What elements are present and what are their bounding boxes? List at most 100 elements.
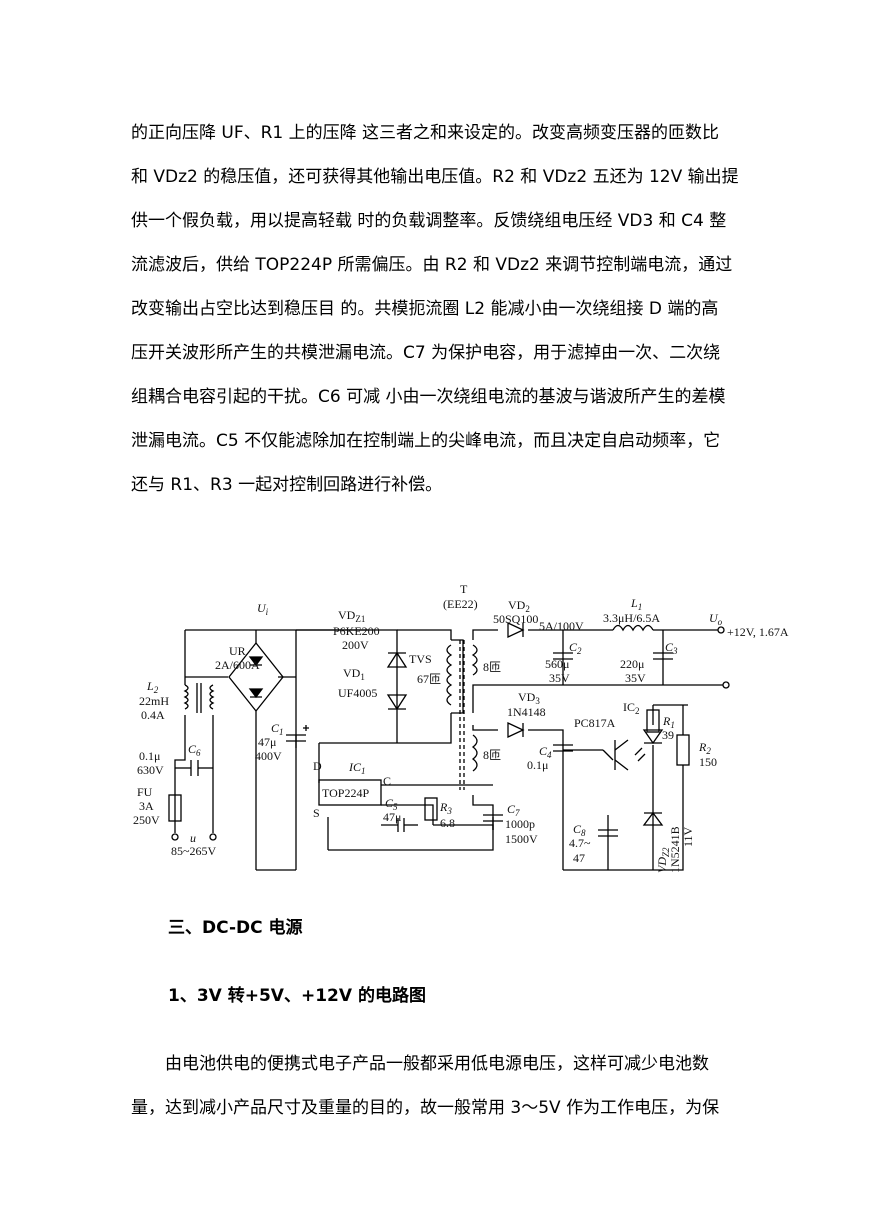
uo-label: Uo bbox=[709, 611, 723, 627]
ur-rating: 2A/600A bbox=[215, 658, 260, 672]
vd2-rating: 5A/100V bbox=[539, 619, 584, 633]
text-line: 供一个假负载，用以提高轻载 时的负载调整率。反馈绕组电压经 VD3 和 C4 整 bbox=[131, 211, 727, 231]
vd1-part: UF4005 bbox=[338, 686, 377, 700]
c2-val2: 35V bbox=[549, 671, 570, 685]
text-line: 流滤波后，供给 TOP224P 所需偏压。由 R2 和 VDz2 来调节控制端电… bbox=[131, 255, 733, 275]
transformer-t bbox=[446, 640, 478, 790]
output-terminal bbox=[717, 626, 725, 634]
c1-name: C1 bbox=[271, 721, 284, 737]
output-terminal bbox=[722, 681, 730, 689]
r3-val: 6.8 bbox=[440, 816, 455, 830]
pin-s-label: S bbox=[313, 806, 320, 820]
bridge-rectifier-ur bbox=[228, 641, 284, 713]
l2-val1: 22mH bbox=[139, 694, 169, 708]
resistor-r2 bbox=[676, 734, 690, 766]
r1-val: 39 bbox=[662, 728, 674, 742]
vdz1-name: VDZ1 bbox=[338, 608, 365, 624]
input-terminal bbox=[171, 833, 179, 841]
vd1-name: VD1 bbox=[343, 666, 365, 682]
fu-val2: 250V bbox=[133, 813, 160, 827]
optocoupler-ic2 bbox=[614, 729, 664, 771]
u-range: 85~265V bbox=[171, 844, 216, 858]
capacitor-c6 bbox=[190, 760, 199, 776]
input-terminal bbox=[209, 833, 217, 841]
diode-vd1 bbox=[386, 694, 408, 711]
wiring bbox=[174, 629, 723, 871]
vd2-part: 50SQ100 bbox=[493, 612, 538, 626]
ic1-box bbox=[318, 779, 382, 806]
text-line: 压开关波形所产生的共模泄漏电流。C7 为保护电容，用于滤掉由一次、二次绕 bbox=[131, 343, 721, 363]
capacitor-c1 bbox=[286, 725, 309, 742]
ic2-name: IC2 bbox=[623, 700, 640, 716]
ic2-part: PC817A bbox=[574, 716, 616, 730]
c4-name: C4 bbox=[539, 744, 552, 760]
r2-name: R2 bbox=[698, 740, 711, 756]
ur-name: UR bbox=[229, 644, 246, 658]
c1-val1: 47μ bbox=[258, 735, 276, 749]
r1-name: R1 bbox=[662, 714, 675, 730]
tvs-label: TVS bbox=[409, 652, 432, 666]
capacitor-c5 bbox=[397, 818, 418, 832]
text-line: 改变输出占空比达到稳压目 的。共模扼流圈 L2 能减小由一次绕组接 D 端的高 bbox=[131, 299, 719, 319]
c2-name: C2 bbox=[569, 640, 582, 656]
diode-vd3 bbox=[507, 721, 525, 739]
fuse-fu bbox=[168, 794, 182, 822]
uo-val: +12V, 1.67A bbox=[727, 625, 789, 639]
capacitor-c8 bbox=[598, 829, 618, 837]
resistor-r1 bbox=[646, 709, 660, 733]
ic1-part: TOP224P bbox=[322, 786, 369, 800]
ui-label: Ui bbox=[257, 601, 269, 617]
c2-val1: 560μ bbox=[545, 657, 569, 671]
tvs-diode-vdz1 bbox=[386, 651, 408, 668]
vdz2-volt: 11V bbox=[681, 826, 695, 847]
c6-val2: 630V bbox=[137, 763, 164, 777]
zener-diode-vdz2 bbox=[642, 811, 664, 826]
capacitor-c3 bbox=[653, 652, 673, 660]
capacitor-c2 bbox=[553, 652, 573, 660]
u-label: u bbox=[190, 831, 196, 845]
fu-val1: 3A bbox=[139, 799, 154, 813]
text-line: 还与 R1、R3 一起对控制回路进行补偿。 bbox=[131, 475, 443, 495]
ic1-name: IC1 bbox=[348, 760, 366, 776]
c8-name: C8 bbox=[573, 822, 586, 838]
c7-val2: 1500V bbox=[505, 832, 538, 846]
t-sec-turns: 8匝 bbox=[483, 660, 501, 674]
r3-name: R3 bbox=[439, 800, 452, 816]
l1-val: 3.3μH/6.5A bbox=[603, 611, 660, 625]
capacitor-c4 bbox=[553, 744, 573, 752]
inductor-l1 bbox=[612, 624, 654, 632]
c5-name: C5 bbox=[385, 796, 398, 812]
subsection-heading: 1、3V 转+5V、+12V 的电路图 bbox=[168, 986, 426, 1006]
text-line: 的正向压降 UF、R1 上的压降 这三者之和来设定的。改变高频变压器的匝数比 bbox=[131, 123, 720, 143]
t-pri-turns: 67匝 bbox=[417, 672, 441, 686]
c7-name: C7 bbox=[507, 802, 520, 818]
section-heading: 三、DC-DC 电源 bbox=[168, 918, 303, 938]
c5-val: 47μ bbox=[383, 810, 401, 824]
c3-val1: 220μ bbox=[620, 657, 644, 671]
vdz1-part: P6KE200 bbox=[333, 624, 380, 638]
text-line: 泄漏电流。C5 不仅能滤除加在控制端上的尖峰电流，而且决定自启动频率，它 bbox=[131, 431, 721, 451]
t-core: (EE22) bbox=[443, 597, 478, 611]
text-line: 组耦合电容引起的干扰。C6 可减 小由一次绕组电流的基波与谐波所产生的差模 bbox=[131, 387, 726, 407]
vdz2-part: 1N5241B bbox=[668, 826, 682, 873]
c7-val1: 1000p bbox=[505, 817, 535, 831]
l2-val2: 0.4A bbox=[141, 708, 165, 722]
c3-name: C3 bbox=[665, 640, 678, 656]
c3-val2: 35V bbox=[625, 671, 646, 685]
vd3-part: 1N4148 bbox=[507, 705, 546, 719]
l2-name: L2 bbox=[146, 679, 159, 695]
fu-name: FU bbox=[137, 785, 153, 799]
text-line: 和 VDz2 的稳压值，还可获得其他输出电压值。R2 和 VDz2 五还为 12… bbox=[131, 167, 739, 187]
c4-val: 0.1μ bbox=[527, 758, 548, 772]
capacitor-c7 bbox=[483, 814, 503, 822]
l1-name: L1 bbox=[630, 596, 642, 612]
c8-val2: 47 bbox=[573, 851, 585, 865]
resistor-r3 bbox=[424, 797, 438, 821]
vdz1-volt: 200V bbox=[342, 638, 369, 652]
t-fb-turns: 8匝 bbox=[483, 748, 501, 762]
pin-c-label: C bbox=[383, 774, 391, 788]
c1-val2: 400V bbox=[255, 749, 282, 763]
text-line: 量，达到减小产品尺寸及重量的目的，故一般常用 3～5V 作为工作电压，为保 bbox=[131, 1098, 720, 1118]
c6-val1: 0.1μ bbox=[139, 749, 160, 763]
c8-val1: 4.7~ bbox=[569, 836, 591, 850]
